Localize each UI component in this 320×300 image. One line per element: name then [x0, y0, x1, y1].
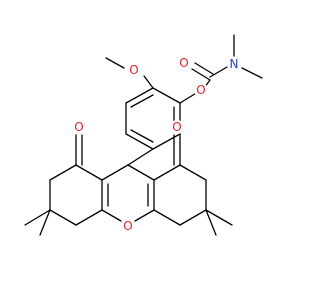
methoxy-oxygen-label: O [129, 63, 138, 77]
bond-carbonyl-double-b [194, 62, 214, 75]
bond-right-c1-c-carbonyl [153, 164, 181, 181]
ester-oxygen-atom: O [194, 83, 208, 97]
bond-o-methoxy-ring [143, 75, 154, 89]
bond-right-cq-ch2 [179, 209, 207, 226]
bond-methyl-o-methoxy [105, 57, 125, 69]
bond-c9-c9a-right [127, 164, 155, 181]
bond-aryl-c4-c5-inner [130, 129, 154, 143]
bond-aryl-o-ester [179, 91, 199, 104]
right-ketone-oxygen-atom: O [170, 120, 184, 134]
bond-left-ch2-alkene [75, 209, 103, 226]
bond-aryl-c9 [127, 148, 154, 166]
bond-left-c-o-ring [101, 209, 122, 222]
chemical-structure: O O O N O O O [24, 34, 263, 236]
bond-carbonyl-double-a [191, 68, 211, 81]
bond-right-c-o-ring [134, 209, 155, 222]
bond-layer [24, 34, 263, 236]
carbonyl-oxygen-atom: O [177, 56, 191, 70]
bond-aryl-c3-c4 [152, 133, 181, 150]
ring-oxygen-atom: O [121, 219, 135, 233]
pyran-ring-oxygen-label: O [123, 219, 132, 233]
carbamate-carbonyl-oxygen-label: O [179, 56, 188, 70]
bond-n-methyl-right [241, 67, 263, 79]
left-ketone-oxygen-atom: O [72, 120, 86, 134]
nitrogen-atom: N [227, 57, 241, 71]
bond-aryl-c4-c5 [125, 133, 154, 150]
bond-right-cq-me-a [205, 209, 233, 226]
bond-right-c-carbonyl-ch2 [179, 164, 207, 181]
bond-carbonyl-n [209, 66, 228, 78]
atom-label-layer: O O O N O O O [72, 56, 241, 233]
bond-left-c-carbonyl-ch2 [49, 164, 77, 181]
bond-left-cq-me-a [24, 209, 51, 226]
methoxy-oxygen-atom: O [127, 63, 141, 77]
right-ketone-oxygen-label: O [172, 120, 181, 134]
ester-oxygen-label: O [196, 83, 205, 97]
bond-left-cq-me-b [39, 209, 51, 236]
left-ketone-oxygen-label: O [74, 120, 83, 134]
bond-left-cq-ch2 [49, 209, 77, 226]
bond-aryl-c1-c2 [152, 87, 181, 104]
bond-aryl-c6-c1 [125, 87, 154, 104]
bond-right-cq-me-b [205, 209, 217, 236]
nitrogen-label: N [230, 57, 239, 71]
bond-aryl-c6-c1-inner [130, 94, 154, 108]
bond-c9-c9a-left [101, 164, 129, 181]
bond-right-ch2-alkene [153, 209, 181, 226]
bond-left-c1-c-carbonyl [75, 164, 103, 181]
